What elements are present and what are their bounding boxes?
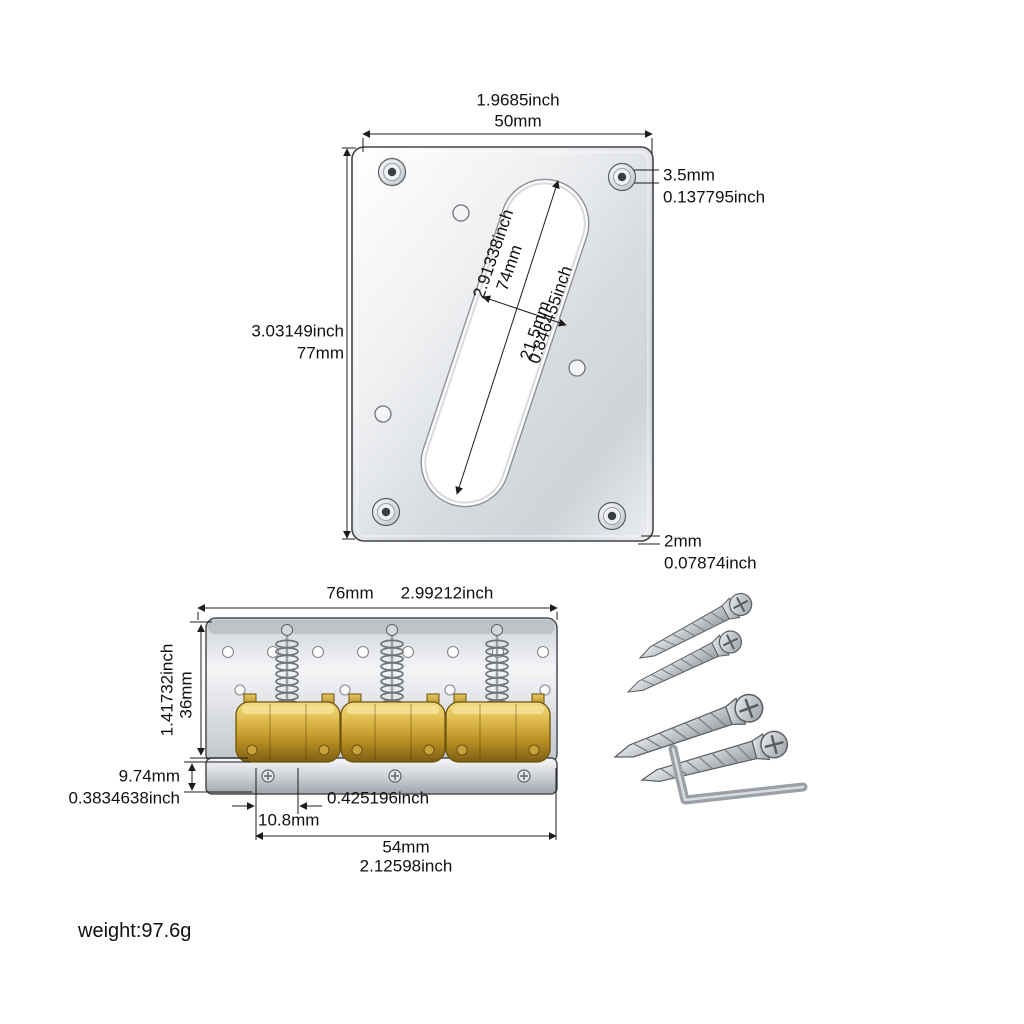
saddle-diameter-mm-label: 10.8mm	[258, 810, 320, 830]
bridge-width-mm-label: 76mm	[326, 583, 374, 603]
corner-screw-hole	[597, 501, 627, 531]
bridge-holes	[221, 645, 551, 696]
corner-screw-hole	[607, 162, 637, 192]
bridge-width-inch-label: 2.99212inch	[400, 583, 494, 603]
string-spread-mm-label: 54mm	[382, 837, 430, 857]
plate-hole-diameter-inch-label: 0.137795inch	[663, 187, 766, 207]
plate-width-inch-label: 1.9685inch	[476, 90, 560, 110]
mount-hole	[452, 204, 470, 222]
plate-width-mm-label: 50mm	[494, 111, 542, 131]
screws-image	[609, 588, 792, 794]
plate-dimension-lines	[342, 130, 660, 545]
mount-hole	[568, 359, 586, 377]
plate-height-mm-label: 77mm	[296, 343, 344, 363]
saddle-height-inch-label: 0.3834638inch	[68, 788, 180, 808]
saddle-height-mm-label: 9.74mm	[118, 766, 180, 786]
neck-plate-image	[351, 146, 654, 542]
weight-label: weight:97.6g	[78, 920, 192, 942]
intonation-screws-and-springs	[275, 624, 509, 709]
string-spread-inch-label: 2.12598inch	[359, 856, 453, 876]
allen-wrench-image	[668, 744, 808, 805]
corner-screw-hole	[377, 157, 407, 187]
mount-hole	[374, 405, 392, 423]
bridge-dimension-lines	[184, 604, 558, 840]
plate-thickness-inch-label: 0.07874inch	[664, 553, 757, 573]
corner-screw-hole	[371, 497, 401, 527]
mount-screw	[261, 769, 275, 783]
mount-screw	[517, 769, 531, 783]
bridge-height-inch-label: 1.41732inch	[157, 643, 177, 737]
bridge-height-mm-label: 36mm	[176, 671, 196, 719]
mount-screw	[388, 769, 402, 783]
brass-saddles	[235, 693, 551, 763]
saddle-diameter-inch-label: 0.425196inch	[327, 788, 430, 808]
bridge-image	[205, 617, 558, 795]
plate-height-inch-label: 3.03149inch	[251, 321, 344, 341]
plate-thickness-mm-label: 2mm	[664, 531, 702, 551]
plate-hole-diameter-mm-label: 3.5mm	[663, 165, 715, 185]
